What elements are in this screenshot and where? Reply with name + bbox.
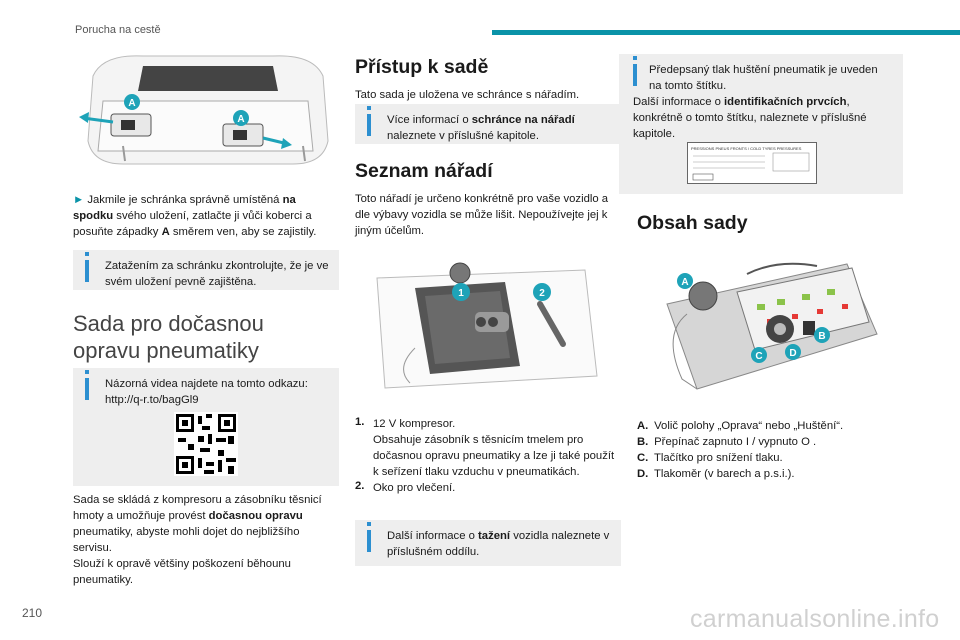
fig2-label-1: 1 — [458, 288, 464, 299]
qr-code-icon — [174, 412, 238, 476]
legend-item: B. Přepínač zapnuto I / vypnuto O . — [637, 436, 817, 448]
info-note-pressure-label: Předepsaný tlak huštění pneumatik je uve… — [619, 54, 903, 194]
list-item: 1. 12 V kompresor. Obsahuje zásobník s t… — [355, 416, 615, 478]
info-icon — [85, 260, 89, 282]
heading-kit-access: Přístup k sadě — [355, 56, 489, 78]
running-header: Porucha na cestě — [75, 24, 161, 36]
info-icon — [85, 378, 89, 400]
tool-list: 1. 12 V kompresor. Obsahuje zásobník s t… — [355, 416, 621, 496]
kit-legend: A. Volič polohy „Oprava“ nebo „Huštění“.… — [637, 418, 903, 482]
fig3-label-d: D — [789, 348, 796, 359]
heading-kit-contents: Obsah sady — [637, 212, 748, 234]
header-accent-bar — [492, 30, 960, 35]
video-link[interactable]: http://q-r.to/bagGl9 — [105, 394, 199, 406]
list-item: 2. Oko pro vlečení. — [355, 480, 456, 494]
arrow-icon: ► — [73, 194, 85, 206]
info-icon — [367, 114, 371, 136]
kit-description: Sada se skládá z kompresoru a zásobníku … — [73, 494, 322, 586]
info-icon — [633, 64, 637, 86]
fig3-label-a: A — [681, 277, 688, 288]
svg-text:PRESSIONS PNEUS FRONTS / COLD: PRESSIONS PNEUS FRONTS / COLD TYRES PRES… — [691, 146, 802, 151]
compressor-illustration: A B C D — [666, 262, 878, 390]
info-note-towing: Další informace o tažení vozidla nalezne… — [355, 520, 621, 566]
tool-tray-illustration: 1 2 — [376, 262, 598, 389]
fig1-label-a2: A — [237, 114, 244, 125]
info-note-video: Názorná videa najdete na tomto odkazu: h… — [73, 368, 339, 486]
latch-instruction: ► Jakmile je schránka správně umístěná n… — [73, 194, 317, 238]
fig3-label-b: B — [818, 331, 825, 342]
legend-item: D. Tlakoměr (v barech a p.s.i.). — [637, 468, 795, 480]
info-note-latch-check: Zatažením za schránku zkontrolujte, že j… — [73, 250, 339, 290]
toolbox-latch-illustration: A A — [79, 55, 329, 165]
info-note-toolbox: Více informací o schránce na nářadí nale… — [355, 104, 621, 144]
page-number: 210 — [22, 606, 43, 620]
legend-item: C. Tlačítko pro snížení tlaku. — [637, 452, 783, 464]
tyre-pressure-label-figure: PRESSIONS PNEUS FRONTS / COLD TYRES PRES… — [687, 142, 817, 184]
fig1-label-a1: A — [128, 98, 135, 109]
info-icon-dot — [85, 252, 89, 256]
heading-tool-list: Seznam nářadí — [355, 160, 493, 182]
section-tool-list: Seznam nářadí Toto nářadí je určeno konk… — [355, 160, 621, 239]
section-access: Přístup k sadě Tato sada je uložena ve s… — [355, 56, 621, 103]
fig2-label-2: 2 — [539, 288, 545, 299]
section-kit-contents: Obsah sady — [637, 212, 903, 235]
watermark: carmanualsonline.info — [690, 605, 940, 633]
legend-item: A. Volič polohy „Oprava“ nebo „Huštění“. — [637, 420, 844, 432]
fig3-label-c: C — [755, 351, 762, 362]
info-icon — [367, 530, 371, 552]
